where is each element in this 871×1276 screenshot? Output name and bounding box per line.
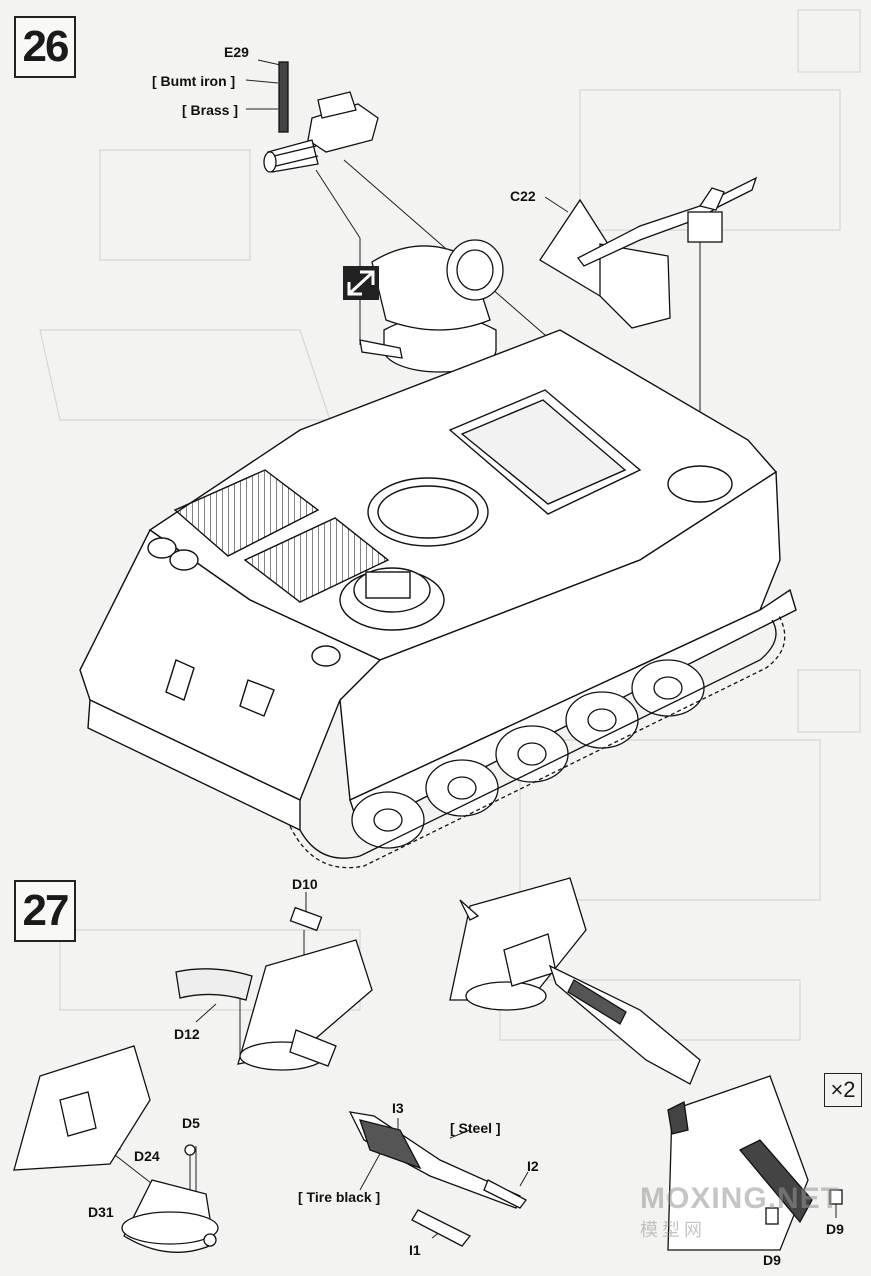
label-e29: E29 bbox=[224, 44, 249, 60]
quantity-multiplier-badge: ×2 bbox=[824, 1073, 862, 1107]
label-d9-left: D9 bbox=[763, 1252, 781, 1268]
step-number-27: 27 bbox=[14, 880, 76, 942]
cupola-assembly bbox=[359, 239, 504, 373]
road-wheels bbox=[351, 659, 705, 849]
label-tire-black: [ Tire black ] bbox=[298, 1189, 381, 1205]
step-27-diagram bbox=[13, 877, 843, 1253]
side-shield-assembly-d9 bbox=[667, 1075, 843, 1251]
label-d12: D12 bbox=[174, 1026, 200, 1042]
m60-machine-gun bbox=[548, 964, 701, 1085]
gun-shield-part-c22 bbox=[539, 176, 758, 329]
label-d24: D24 bbox=[134, 1148, 160, 1164]
label-i2: I2 bbox=[527, 1158, 539, 1174]
shield-assembly-d24-d31 bbox=[13, 1045, 219, 1253]
label-c22: C22 bbox=[510, 188, 536, 204]
step-26-diagram bbox=[79, 59, 797, 869]
minigun-part-e29 bbox=[263, 61, 379, 173]
track-run bbox=[289, 613, 786, 869]
label-d10: D10 bbox=[292, 876, 318, 892]
label-steel: [ Steel ] bbox=[450, 1120, 501, 1136]
label-d5: D5 bbox=[182, 1115, 200, 1131]
reference-marker-icon bbox=[343, 266, 379, 300]
watermark-cjk: 模型网 bbox=[640, 1220, 706, 1241]
label-brass: [ Brass ] bbox=[182, 102, 239, 118]
label-burnt-iron: [ Bumt iron ] bbox=[152, 73, 236, 89]
step-number-26: 26 bbox=[14, 16, 76, 78]
watermark-latin: MOXING.NET bbox=[640, 1182, 841, 1215]
label-d9-right: D9 bbox=[826, 1221, 844, 1237]
m60-parts-i1-i2-i3 bbox=[348, 1111, 527, 1247]
shield-mount-d12 bbox=[175, 906, 373, 1071]
label-d31: D31 bbox=[88, 1204, 114, 1220]
label-i3: I3 bbox=[392, 1100, 404, 1116]
label-i1: I1 bbox=[409, 1242, 421, 1258]
m113-hull bbox=[79, 329, 797, 832]
